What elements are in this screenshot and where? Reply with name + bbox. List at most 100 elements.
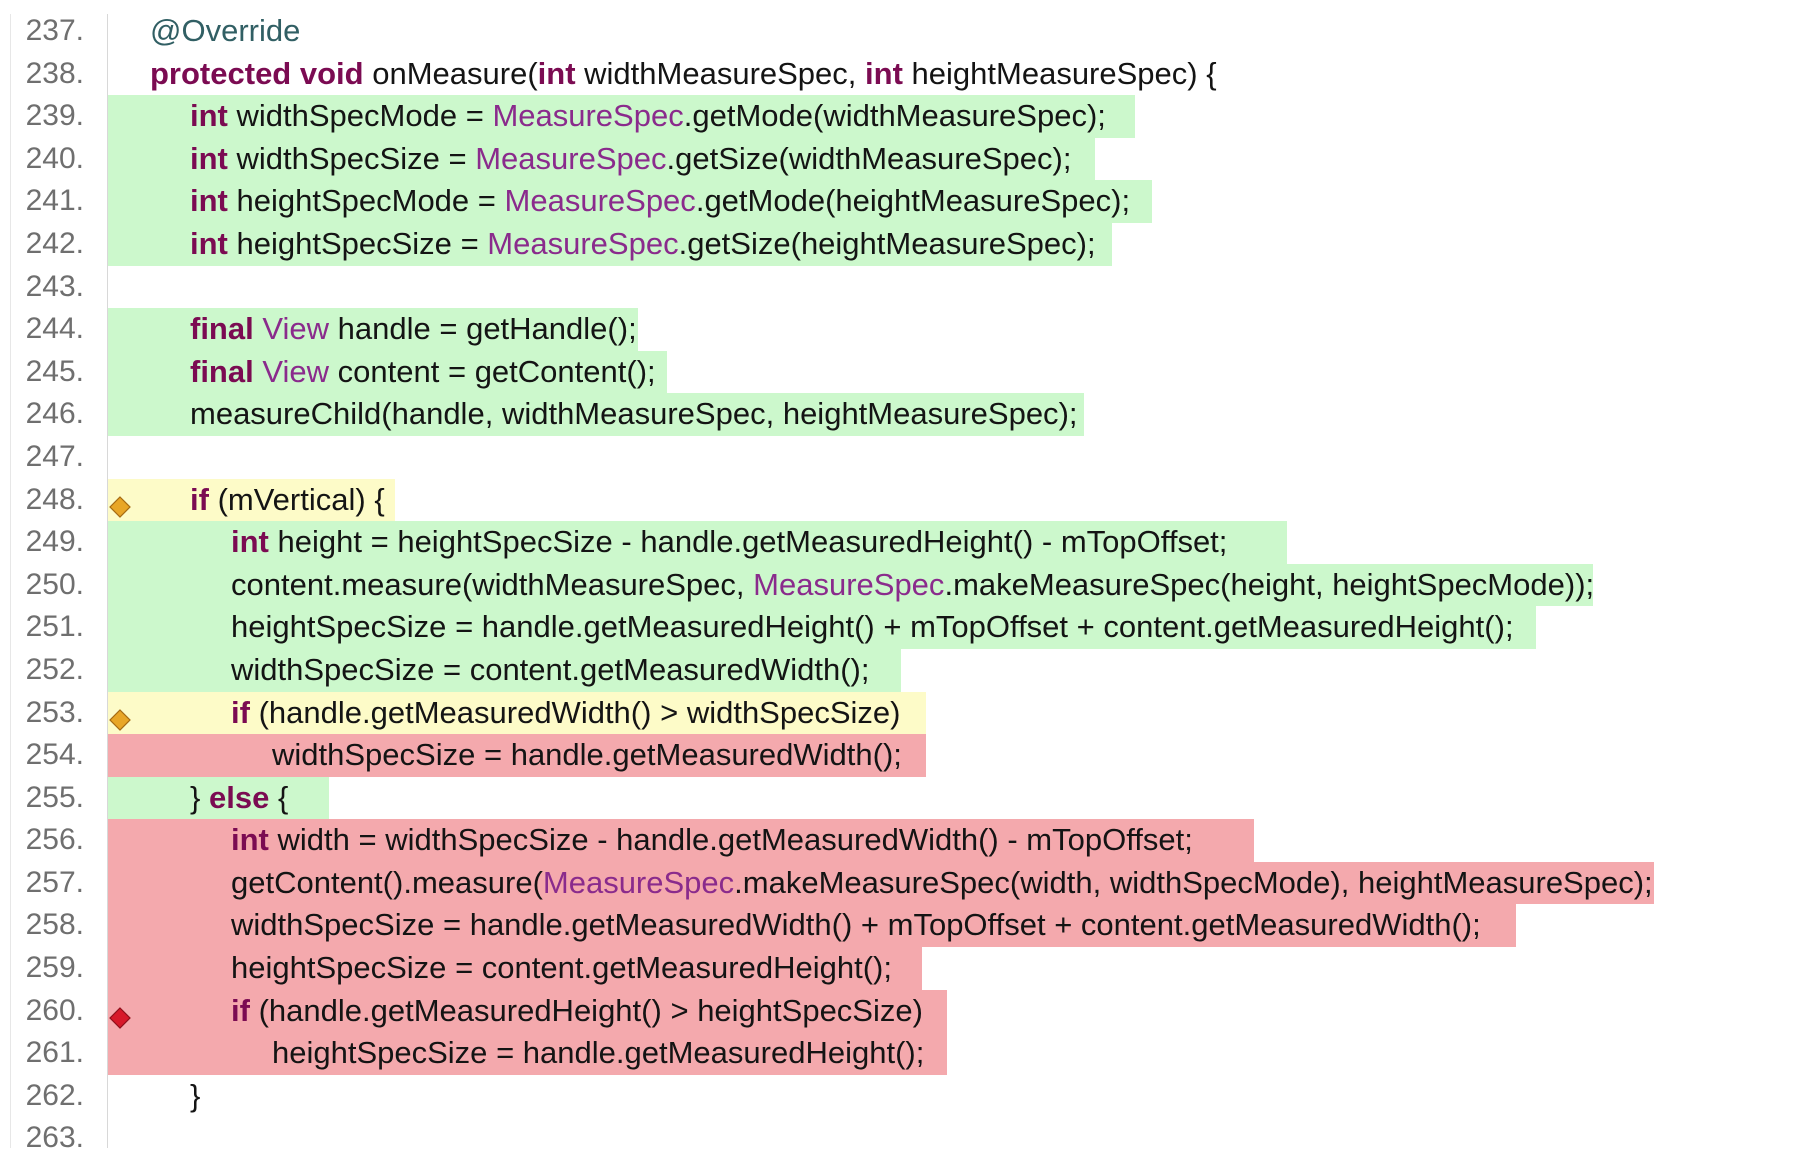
- line-number: 241.: [25, 184, 84, 218]
- line-number: 247.: [25, 439, 84, 473]
- line-number: 237.: [25, 14, 84, 47]
- code-text: widthSpecSize = handle.getMeasuredWidth(…: [231, 907, 1481, 943]
- line-number: 260.: [25, 993, 84, 1027]
- code-text: int height = heightSpecSize - handle.get…: [231, 524, 1228, 560]
- code-text: int heightSpecSize = MeasureSpec.getSize…: [190, 225, 1096, 261]
- code-text: } else {: [190, 779, 289, 815]
- line-number: 246.: [25, 397, 84, 431]
- coverage-highlight-yellow: [108, 691, 926, 735]
- code-text: if (handle.getMeasuredWidth() > widthSpe…: [231, 694, 901, 730]
- code-text: getContent().measure(MeasureSpec.makeMea…: [231, 864, 1653, 900]
- code-line: 245. final View content = getContent();: [0, 350, 1794, 394]
- line-number: 263.: [25, 1121, 84, 1154]
- code-line: 242. int heightSpecSize = MeasureSpec.get…: [0, 222, 1794, 266]
- code-line: 241. int heightSpecMode = MeasureSpec.get…: [0, 180, 1794, 223]
- line-number: 253.: [25, 695, 84, 729]
- code-line: 262.}: [0, 1075, 1794, 1118]
- code-line: 246. measureChild(handle, widthMeasureSpe…: [0, 393, 1794, 436]
- coverage-highlight-green: [108, 776, 329, 820]
- code-line: 252.widthSpecSize = content.getMeasuredW…: [0, 648, 1794, 692]
- code-line: 250. content.measure(widthMeasureSpec, Me…: [0, 563, 1794, 607]
- coverage-highlight-green: [108, 606, 1536, 649]
- code-line: 239.int widthSpecMode = MeasureSpec.getM…: [0, 95, 1794, 138]
- line-number: 251.: [25, 610, 84, 644]
- line-number: 255.: [25, 780, 84, 814]
- line-number: 261.: [25, 1036, 84, 1070]
- coverage-highlight-red: [108, 819, 1254, 862]
- line-number: 259.: [25, 951, 84, 985]
- code-text: if (mVertical) {: [190, 481, 385, 517]
- line-number: 256.: [25, 823, 84, 857]
- line-number: 252.: [25, 652, 84, 686]
- coverage-highlight-green: [108, 222, 1112, 266]
- coverage-highlight-green: [108, 648, 901, 692]
- code-text: int widthSpecMode = MeasureSpec.getMode(…: [190, 98, 1106, 134]
- coverage-highlight-red: [108, 734, 926, 777]
- code-line: 258. widthSpecSize = handle.getMeasuredWi…: [0, 904, 1794, 948]
- left-rail: [10, 14, 11, 1148]
- code-text: @Override: [150, 13, 301, 48]
- coverage-highlight-green: [108, 180, 1152, 223]
- line-number: 242.: [25, 226, 84, 260]
- line-number: 257.: [25, 865, 84, 899]
- coverage-highlight-green: [108, 350, 667, 394]
- line-number: 240.: [25, 141, 84, 175]
- code-line: 256. int width = widthSpecSize - handle.g…: [0, 819, 1794, 862]
- code-area: 237. @Override 238. protected void onMeasur…: [0, 10, 1794, 1154]
- branch-missed-diamond-icon: [109, 1003, 131, 1029]
- line-number: 254.: [25, 738, 84, 772]
- code-line: 247.: [0, 436, 1794, 479]
- code-line: 244. final View handle = getHandle();: [0, 308, 1794, 351]
- code-text: if (handle.getMeasuredHeight() > heightS…: [231, 992, 923, 1028]
- code-line: 254. widthSpecSize = handle.getMeasuredWi…: [0, 734, 1794, 777]
- code-text: heightSpecSize = handle.getMeasuredHeigh…: [231, 609, 1514, 645]
- code-line: 243.: [0, 266, 1794, 309]
- coverage-highlight-red: [108, 861, 1654, 905]
- line-number: 244.: [25, 312, 84, 346]
- code-text: int widthSpecSize = MeasureSpec.getSize(…: [190, 140, 1072, 176]
- code-text: int heightSpecMode = MeasureSpec.getMode…: [190, 183, 1131, 219]
- code-text: final View content = getContent();: [190, 353, 656, 389]
- line-number: 248.: [25, 482, 84, 516]
- code-text: }: [190, 1077, 201, 1113]
- code-line: 251. heightSpecSize = handle.getMeasuredH…: [0, 606, 1794, 649]
- code-line: 253. if (handle.getMeasuredWidth() > widt…: [0, 691, 1794, 735]
- coverage-highlight-red: [108, 1032, 947, 1075]
- code-text: heightSpecSize = handle.getMeasuredHeigh…: [272, 1035, 925, 1071]
- coverage-highlight-green: [108, 521, 1287, 564]
- code-text: final View handle = getHandle();: [190, 311, 637, 347]
- gutter-divider: [107, 14, 108, 1148]
- coverage-highlight-green: [108, 95, 1135, 138]
- coverage-highlight-green: [108, 393, 1084, 436]
- line-number: 238.: [25, 56, 84, 90]
- line-number: 245.: [25, 354, 84, 388]
- code-line: 263.: [0, 1117, 1794, 1154]
- line-number: 262.: [25, 1078, 84, 1112]
- code-text: heightSpecSize = content.getMeasuredHeig…: [231, 950, 892, 986]
- line-number: 258.: [25, 908, 84, 942]
- code-line: 240. int widthSpecSize = MeasureSpec.getS…: [0, 137, 1794, 181]
- coverage-highlight-green: [108, 563, 1593, 607]
- coverage-highlight-red: [108, 989, 947, 1033]
- code-line: 259. heightSpecSize = content.getMeasured…: [0, 947, 1794, 990]
- code-line: 255. } else {: [0, 776, 1794, 820]
- line-number: 243.: [25, 269, 84, 303]
- coverage-highlight-green: [108, 308, 638, 351]
- branch-partial-diamond-icon: [109, 492, 131, 518]
- coverage-highlight-red: [108, 947, 922, 990]
- code-line: 260. if (handle.getMeasuredHeight() > hei…: [0, 989, 1794, 1033]
- code-text: content.measure(widthMeasureSpec, Measur…: [231, 566, 1595, 602]
- coverage-highlight-green: [108, 137, 1095, 181]
- code-text: measureChild(handle, widthMeasureSpec, h…: [190, 396, 1078, 432]
- code-line: 238. protected void onMeasure(int widthMe…: [0, 53, 1794, 96]
- code-line: 261. heightSpecSize = handle.getMeasuredH…: [0, 1032, 1794, 1075]
- code-line: 248. if (mVertical) {: [0, 478, 1794, 522]
- code-line: 257. getContent().measure(MeasureSpec.mak…: [0, 861, 1794, 905]
- code-text: widthSpecSize = handle.getMeasuredWidth(…: [272, 737, 902, 773]
- line-number: 250.: [25, 567, 84, 601]
- line-number: 249.: [25, 525, 84, 559]
- code-line: 249. int height = heightSpecSize - handle…: [0, 521, 1794, 564]
- code-text: int width = widthSpecSize - handle.getMe…: [231, 822, 1193, 858]
- code-text: protected void onMeasure(int widthMeasur…: [150, 55, 1217, 91]
